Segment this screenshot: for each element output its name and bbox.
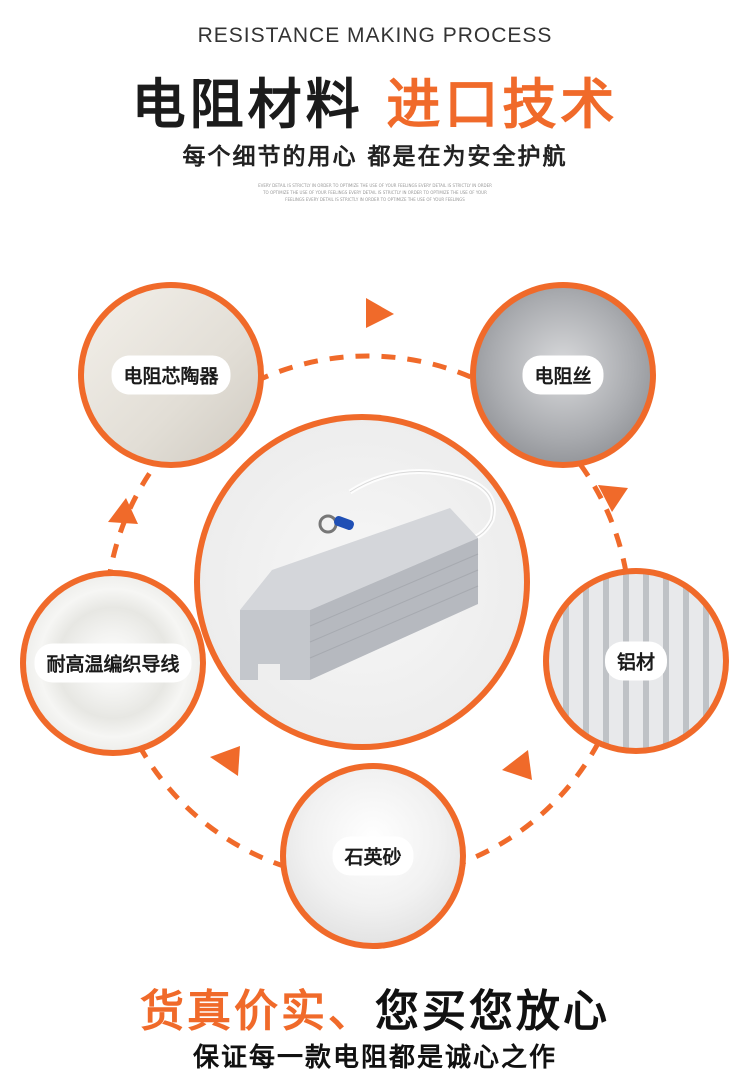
arrow-right-top-icon [598, 485, 628, 512]
arrow-right-bottom-icon [502, 750, 532, 780]
aluminum-resistor-photo [200, 420, 524, 744]
arrow-top-icon [366, 298, 394, 328]
main-title-part2: 进口技术 [386, 73, 619, 136]
main-title: 电阻材料 进口技术 [0, 60, 750, 139]
material-node-resistance-wire: 电阻丝 [470, 282, 656, 468]
footer-title: 货真价实、您买您放心 [0, 975, 750, 1039]
english-subtitle: RESISTANCE MAKING PROCESS [197, 24, 553, 47]
material-label-resistance-wire: 电阻丝 [522, 355, 604, 395]
material-label-aluminum: 铝材 [604, 641, 668, 681]
main-title-part1: 电阻材料 [131, 73, 364, 136]
material-node-quartz-sand: 石英砂 [280, 763, 466, 949]
center-product [194, 414, 530, 750]
arrow-bottom-left-icon [210, 746, 240, 776]
tagline: 每个细节的用心 都是在为安全护航 [182, 144, 568, 170]
material-node-braided-wire: 耐高温编织导线 [20, 570, 206, 756]
material-label-braided-wire: 耐高温编织导线 [34, 643, 192, 683]
fine-print-text: EVERY DETAIL IS STRICTLY IN ORDER TO OPT… [258, 183, 492, 202]
materials-diagram: 电阻芯陶器 电阻丝 铝材 石英砂 耐高温编织导线 [0, 270, 750, 950]
footer-subtitle: 保证每一款电阻都是诚心之作 [192, 1043, 557, 1073]
material-label-quartz-sand: 石英砂 [332, 836, 414, 876]
aluminum-resistor-icon [240, 469, 496, 680]
material-label-ceramic-core: 电阻芯陶器 [111, 355, 231, 395]
arrow-left-icon [108, 498, 138, 524]
material-node-aluminum: 铝材 [543, 568, 729, 754]
material-node-ceramic-core: 电阻芯陶器 [78, 282, 264, 468]
footer-title-part2: 您买您放心 [375, 986, 610, 1037]
footer-title-part1: 货真价实、 [140, 986, 375, 1037]
